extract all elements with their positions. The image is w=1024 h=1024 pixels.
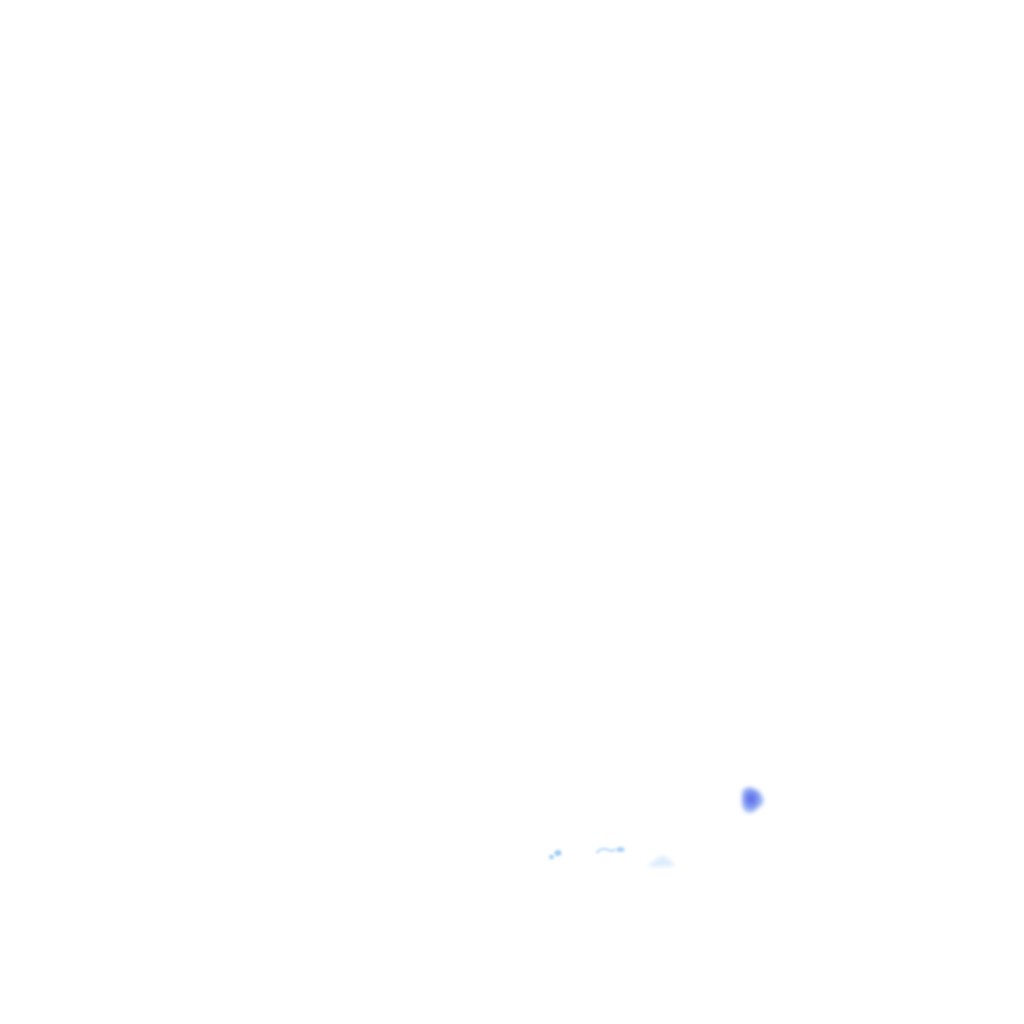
paint-dot-small [548, 854, 555, 860]
paint-squiggle-dot [616, 846, 625, 853]
paint-dot-large [554, 850, 562, 856]
blue-blob-mark [742, 787, 764, 813]
paint-squiggle-stroke [595, 847, 617, 854]
faint-wedge-mark [647, 855, 675, 867]
